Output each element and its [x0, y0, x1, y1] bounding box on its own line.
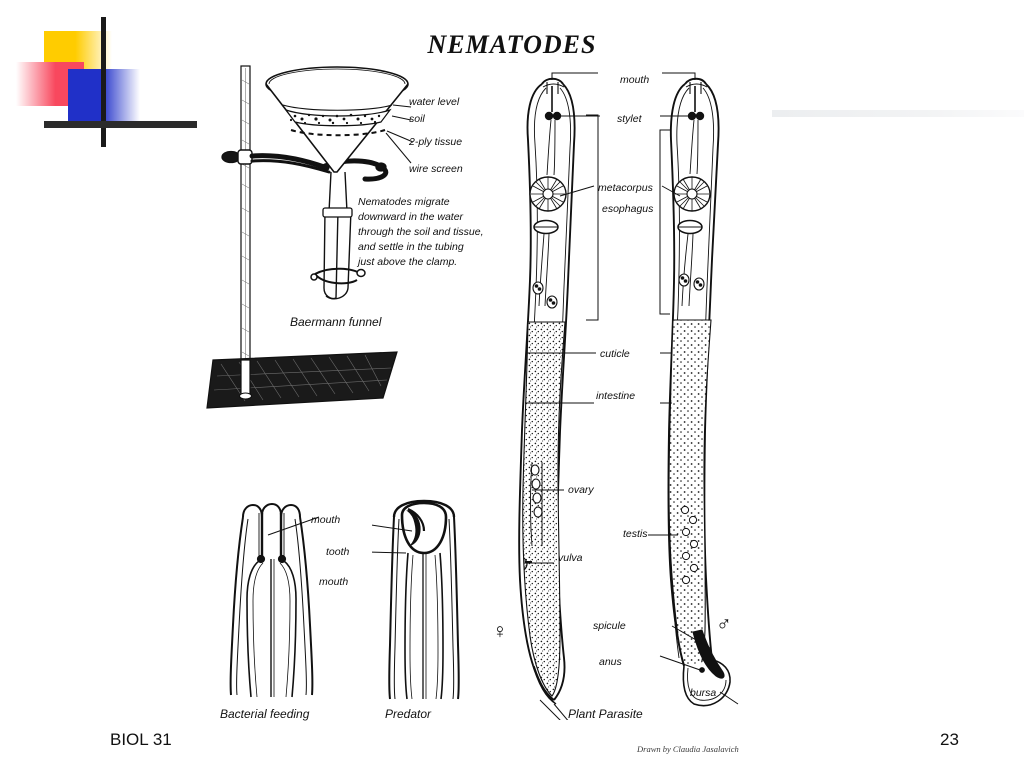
artist-credit: Drawn by Claudia Jasalavich: [637, 744, 739, 754]
plant-parasite-caption: Plant Parasite: [568, 707, 643, 721]
page-title: NEMATODES: [427, 30, 597, 59]
label-spicule: spicule: [593, 620, 626, 632]
logo-horizontal-bar: [44, 121, 197, 128]
label-bursa: bursa: [690, 687, 717, 699]
baermann-note: Nematodes migrate downward in the water …: [358, 196, 484, 268]
bacterial-feeding-figure: [229, 502, 320, 698]
label-vulva: vulva: [558, 552, 583, 564]
decorative-logo: [16, 14, 206, 147]
label-water-level: water level: [409, 96, 460, 108]
predator-figure: [372, 499, 460, 700]
male-symbol: ♂: [716, 613, 732, 636]
label-stylet: stylet: [617, 113, 642, 125]
female-symbol: ♀: [492, 620, 508, 643]
label-metacorpus: metacorpus: [598, 182, 653, 194]
label-soil: soil: [409, 113, 425, 125]
label-intestine: intestine: [596, 390, 636, 402]
label-anus: anus: [599, 656, 622, 668]
label-mouth-bacterial: mouth: [311, 514, 341, 526]
predator-caption: Predator: [385, 707, 432, 721]
baermann-funnel-figure: [206, 65, 414, 409]
logo-vertical-bar: [101, 17, 106, 147]
decorative-rule: [772, 110, 1024, 117]
label-testis: testis: [623, 528, 648, 540]
label-esophagus: esophagus: [602, 203, 654, 215]
bacterial-feeding-caption: Bacterial feeding: [220, 707, 310, 721]
baermann-caption: Baermann funnel: [290, 315, 382, 329]
label-cuticle: cuticle: [600, 348, 630, 360]
footer-course-label: BIOL 31: [110, 730, 172, 749]
label-wire-screen: wire screen: [409, 163, 463, 175]
label-mouth: mouth: [620, 74, 650, 86]
footer-page-number: 23: [940, 730, 959, 749]
label-mouth-predator: mouth: [319, 576, 349, 588]
label-2-ply-tissue: 2-ply tissue: [409, 136, 463, 148]
label-ovary: ovary: [568, 484, 594, 496]
plant-parasite-figure: [518, 72, 739, 720]
label-tooth-predator: tooth: [326, 546, 350, 558]
